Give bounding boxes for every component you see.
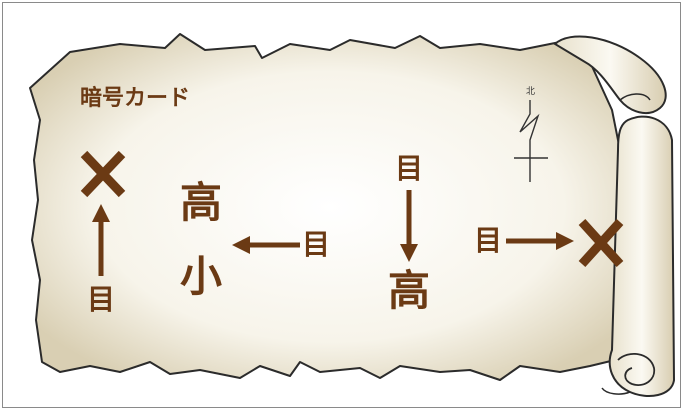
compass-north-icon [514, 100, 548, 182]
glyph-me-top: 目 [395, 152, 424, 185]
parchment-sheet [29, 33, 631, 381]
cross-mark-icon [578, 218, 624, 268]
arrow-left-icon [232, 236, 300, 254]
arrow-down-icon [400, 190, 418, 262]
glyph-high-bottom: 高 [388, 266, 431, 315]
arrow-up-icon [92, 204, 110, 276]
glyph-me-left-arrow: 目 [302, 228, 331, 261]
glyph-high-center: 高 [180, 178, 223, 227]
glyph-me-bottom-left: 目 [87, 283, 116, 316]
glyph-small-center: 小 [180, 252, 223, 301]
scroll-roll-right [608, 115, 676, 397]
cross-mark-icon [80, 150, 126, 198]
north-label: 北 [526, 87, 536, 97]
glyph-me-right: 目 [474, 224, 503, 257]
card-title: 暗号カード [80, 86, 191, 111]
arrow-right-icon [506, 232, 574, 250]
